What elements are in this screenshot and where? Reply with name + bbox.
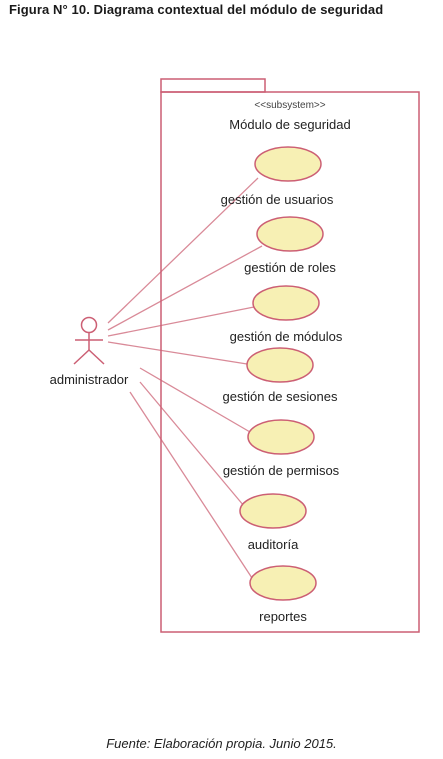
use-case-ellipse [252, 285, 320, 321]
use-case-label: reportes [259, 609, 307, 624]
use-case-ellipse [247, 419, 315, 455]
association-line [107, 341, 248, 365]
subsystem-name: Módulo de seguridad [229, 117, 350, 132]
actor-head [80, 316, 98, 334]
actor-leg-left [73, 349, 90, 365]
association-lines [107, 177, 263, 579]
use-case: gestión de módulos [230, 285, 343, 344]
use-case: reportes [249, 565, 317, 624]
subsystem-package: <<subsystem>> Módulo de seguridad [160, 78, 420, 633]
use-case-label: gestión de sesiones [223, 389, 338, 404]
association-line [107, 306, 255, 337]
use-case-label: gestión de permisos [223, 463, 340, 478]
association-line [139, 381, 245, 507]
use-case: auditoría [239, 493, 307, 552]
use-case-ellipse [254, 146, 322, 182]
figure-title: Figura N° 10. Diagrama contextual del mó… [9, 2, 384, 17]
use-case: gestión de usuarios [221, 146, 334, 207]
subsystem-tab [160, 78, 266, 93]
association-line [107, 245, 263, 331]
use-case: gestión de roles [244, 216, 336, 275]
use-case: gestión de sesiones [223, 347, 338, 404]
use-case-label: auditoría [248, 537, 299, 552]
actor-name: administrador [50, 372, 129, 387]
association-line [139, 367, 251, 433]
use-case-label: gestión de módulos [230, 329, 343, 344]
actor-figure [73, 316, 105, 365]
figure-caption: Fuente: Elaboración propia. Junio 2015. [106, 736, 337, 751]
subsystem-box [160, 91, 420, 633]
use-case-ellipse [239, 493, 307, 529]
use-case-group: gestión de usuarios gestión de roles gesti… [221, 146, 343, 624]
subsystem-stereotype: <<subsystem>> [254, 100, 325, 111]
use-case-label: gestión de roles [244, 260, 336, 275]
actor-leg-right [88, 349, 105, 365]
use-case: gestión de permisos [223, 419, 340, 478]
use-case-ellipse [256, 216, 324, 252]
use-case-ellipse [246, 347, 314, 383]
association-line [129, 391, 253, 579]
association-line [107, 177, 259, 324]
use-case-label: gestión de usuarios [221, 192, 334, 207]
use-case-ellipse [249, 565, 317, 601]
